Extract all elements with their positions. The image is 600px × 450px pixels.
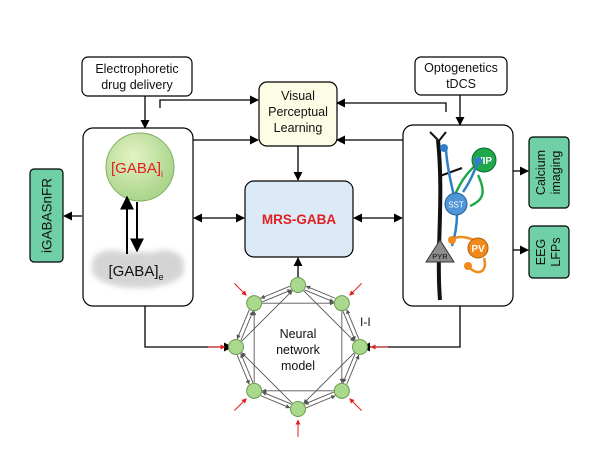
drug-delivery-box: Electrophoretic drug delivery bbox=[81, 56, 193, 97]
igabasnfr-label: iGABASnFR bbox=[40, 178, 55, 253]
network-edge bbox=[304, 289, 335, 303]
network-edge bbox=[346, 309, 360, 340]
sst-cell bbox=[444, 192, 468, 216]
network-edge bbox=[346, 354, 360, 385]
network-edge bbox=[236, 309, 250, 340]
optogenetics-line2: tDCS bbox=[446, 77, 476, 91]
neural-network-model: Neural network model I-I bbox=[208, 277, 388, 437]
igabasnfr-box: iGABASnFR bbox=[29, 168, 64, 263]
right-circuit-panel: VIP SST PV PYR bbox=[402, 124, 514, 307]
vpl-line2: Perceptual bbox=[268, 105, 328, 119]
external-input-arrow bbox=[234, 283, 247, 296]
extracellular-gaba-cloud bbox=[92, 250, 184, 288]
network-edge bbox=[260, 395, 291, 409]
eeg-line1: EEG bbox=[534, 239, 548, 265]
calcium-imaging-box: Calcium imaging bbox=[528, 136, 570, 209]
network-edge bbox=[303, 352, 355, 404]
vip-label: VIP bbox=[476, 156, 492, 167]
network-node bbox=[333, 295, 350, 312]
network-line3: model bbox=[281, 359, 315, 373]
network-edge bbox=[240, 310, 254, 341]
pyr-dendrite-tips bbox=[429, 131, 447, 143]
pyr-dendrite bbox=[436, 139, 443, 301]
network-node bbox=[246, 295, 263, 312]
intracellular-gaba-circle bbox=[105, 132, 175, 202]
optogenetics-box: Optogenetics tDCS bbox=[414, 56, 508, 96]
drug-delivery-line1: Electrophoretic bbox=[95, 62, 178, 76]
drug-delivery-line2: drug delivery bbox=[101, 78, 173, 92]
network-edge bbox=[305, 395, 336, 409]
network-edge bbox=[262, 289, 292, 303]
network-edge bbox=[241, 290, 293, 342]
gaba-extra-label: [GABA]e bbox=[108, 263, 163, 282]
network-edge bbox=[236, 354, 250, 385]
network-edge bbox=[240, 353, 254, 383]
network-node bbox=[333, 382, 350, 399]
network-nodes bbox=[228, 277, 368, 417]
external-input-arrow bbox=[349, 283, 362, 296]
eeg-line2: LFPs bbox=[549, 237, 563, 266]
network-edge bbox=[303, 290, 355, 342]
mrs-gaba-box: MRS-GABA bbox=[244, 180, 354, 258]
network-edge bbox=[305, 285, 336, 299]
eeg-lfps-box: EEG LFPs bbox=[528, 225, 570, 279]
network-edge bbox=[342, 353, 356, 384]
vpl-box: Visual Perceptual Learning bbox=[258, 81, 338, 147]
ii-label: I-I bbox=[360, 315, 371, 329]
calcium-line1: Calcium bbox=[534, 150, 548, 195]
network-edge bbox=[304, 391, 334, 405]
network-node bbox=[352, 339, 368, 355]
left-gaba-panel: [GABA]i [GABA]e bbox=[82, 127, 194, 307]
network-node bbox=[290, 277, 306, 293]
network-line1: Neural bbox=[280, 327, 317, 341]
network-edge bbox=[260, 285, 291, 299]
network-node bbox=[228, 339, 244, 355]
external-input-arrow bbox=[234, 398, 247, 411]
gaba-intra-label: [GABA]i bbox=[111, 160, 163, 179]
vpl-line3: Learning bbox=[274, 121, 323, 135]
network-node bbox=[290, 401, 306, 417]
pv-label: PV bbox=[471, 244, 485, 255]
network-edges bbox=[236, 285, 360, 409]
sst-label: SST bbox=[448, 201, 464, 210]
network-external-inputs bbox=[208, 283, 388, 437]
pyr-label: PYR bbox=[432, 252, 448, 261]
connectors bbox=[63, 95, 529, 352]
pv-cell bbox=[467, 237, 489, 259]
network-node bbox=[246, 382, 263, 399]
network-line2: network bbox=[276, 343, 321, 357]
network-edge bbox=[342, 311, 356, 341]
vip-cell bbox=[471, 147, 497, 173]
vpl-line1: Visual bbox=[281, 89, 315, 103]
pyr-cell bbox=[425, 239, 455, 263]
external-input-arrow bbox=[349, 398, 362, 411]
pyr-branch bbox=[439, 167, 463, 177]
mrs-gaba-label: MRS-GABA bbox=[262, 212, 336, 227]
calcium-line2: imaging bbox=[549, 151, 563, 195]
network-edge bbox=[241, 352, 293, 404]
network-edge bbox=[261, 391, 292, 405]
optogenetics-line1: Optogenetics bbox=[424, 61, 498, 75]
